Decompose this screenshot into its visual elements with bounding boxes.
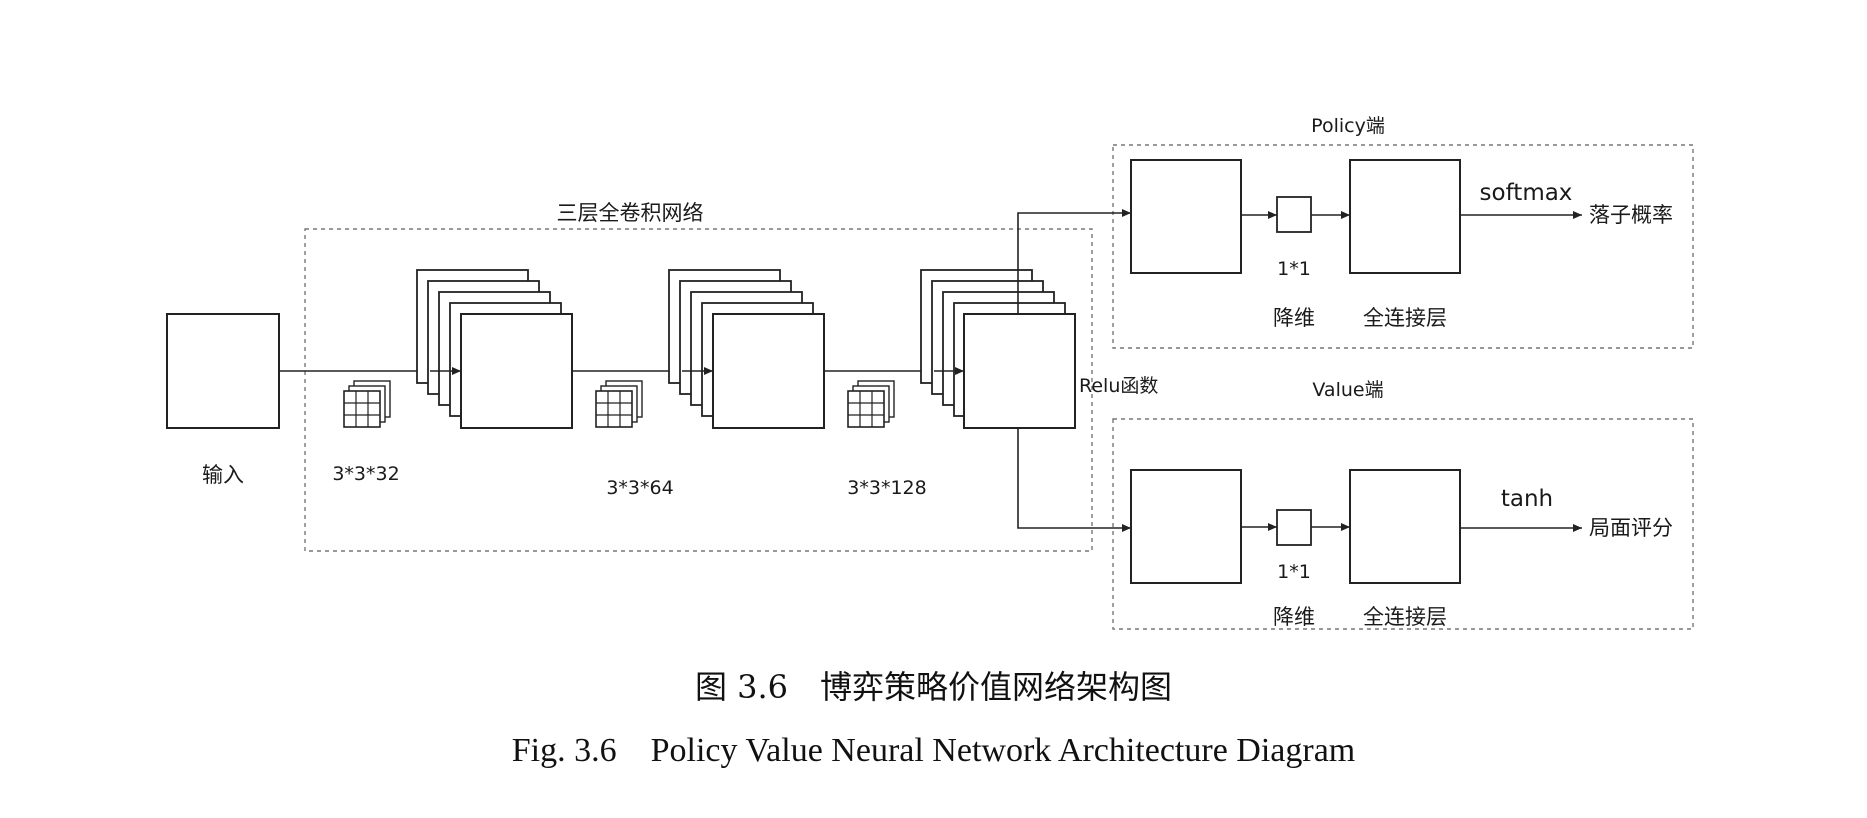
relu-label: Relu函数 [1079, 375, 1158, 397]
feature-map-stack-1 [416, 269, 573, 429]
value-conv-box [1130, 469, 1242, 584]
policy-fc-box [1349, 159, 1461, 274]
value-fc-box [1349, 469, 1461, 584]
kernel-label-1: 3*3*32 [332, 463, 399, 485]
policy-output-label: 落子概率 [1589, 203, 1673, 227]
policy-1x1-box [1276, 196, 1312, 233]
value-1x1-box [1276, 509, 1312, 546]
branch-to-policy [1017, 209, 1131, 314]
value-fc-label: 全连接层 [1363, 605, 1447, 629]
kernel-cube-2 [595, 380, 643, 428]
policy-head-box [1112, 144, 1694, 349]
branch-to-value [1017, 428, 1131, 532]
kernel-cube-1 [343, 380, 391, 428]
input-label: 输入 [202, 463, 244, 487]
value-title: Value端 [1312, 379, 1383, 401]
policy-1x1-label: 1*1 [1277, 258, 1311, 280]
caption-english: Fig. 3.6 Policy Value Neural Network Arc… [511, 732, 1356, 769]
kernel-label-3: 3*3*128 [847, 477, 926, 499]
input-box [166, 313, 280, 429]
policy-reduce-label: 降维 [1273, 306, 1315, 330]
value-activation-label: tanh [1501, 486, 1553, 512]
kernel-label-2: 3*3*64 [606, 477, 673, 499]
value-output-label: 局面评分 [1589, 516, 1673, 540]
value-1x1-label: 1*1 [1277, 561, 1311, 583]
caption-chinese: 图 3.6 博弈策略价值网络架构图 [694, 668, 1173, 706]
conv-group-box [304, 228, 1093, 552]
value-head-box [1112, 418, 1694, 630]
feature-map-stack-3 [920, 269, 1076, 429]
policy-fc-label: 全连接层 [1363, 306, 1447, 330]
policy-conv-box [1130, 159, 1242, 274]
kernel-cube-3 [847, 380, 895, 428]
value-reduce-label: 降维 [1273, 605, 1315, 629]
feature-map-stack-2 [668, 269, 825, 429]
policy-title: Policy端 [1311, 115, 1385, 137]
policy-activation-label: softmax [1480, 180, 1573, 206]
conv-group-label: 三层全卷积网络 [557, 201, 704, 225]
